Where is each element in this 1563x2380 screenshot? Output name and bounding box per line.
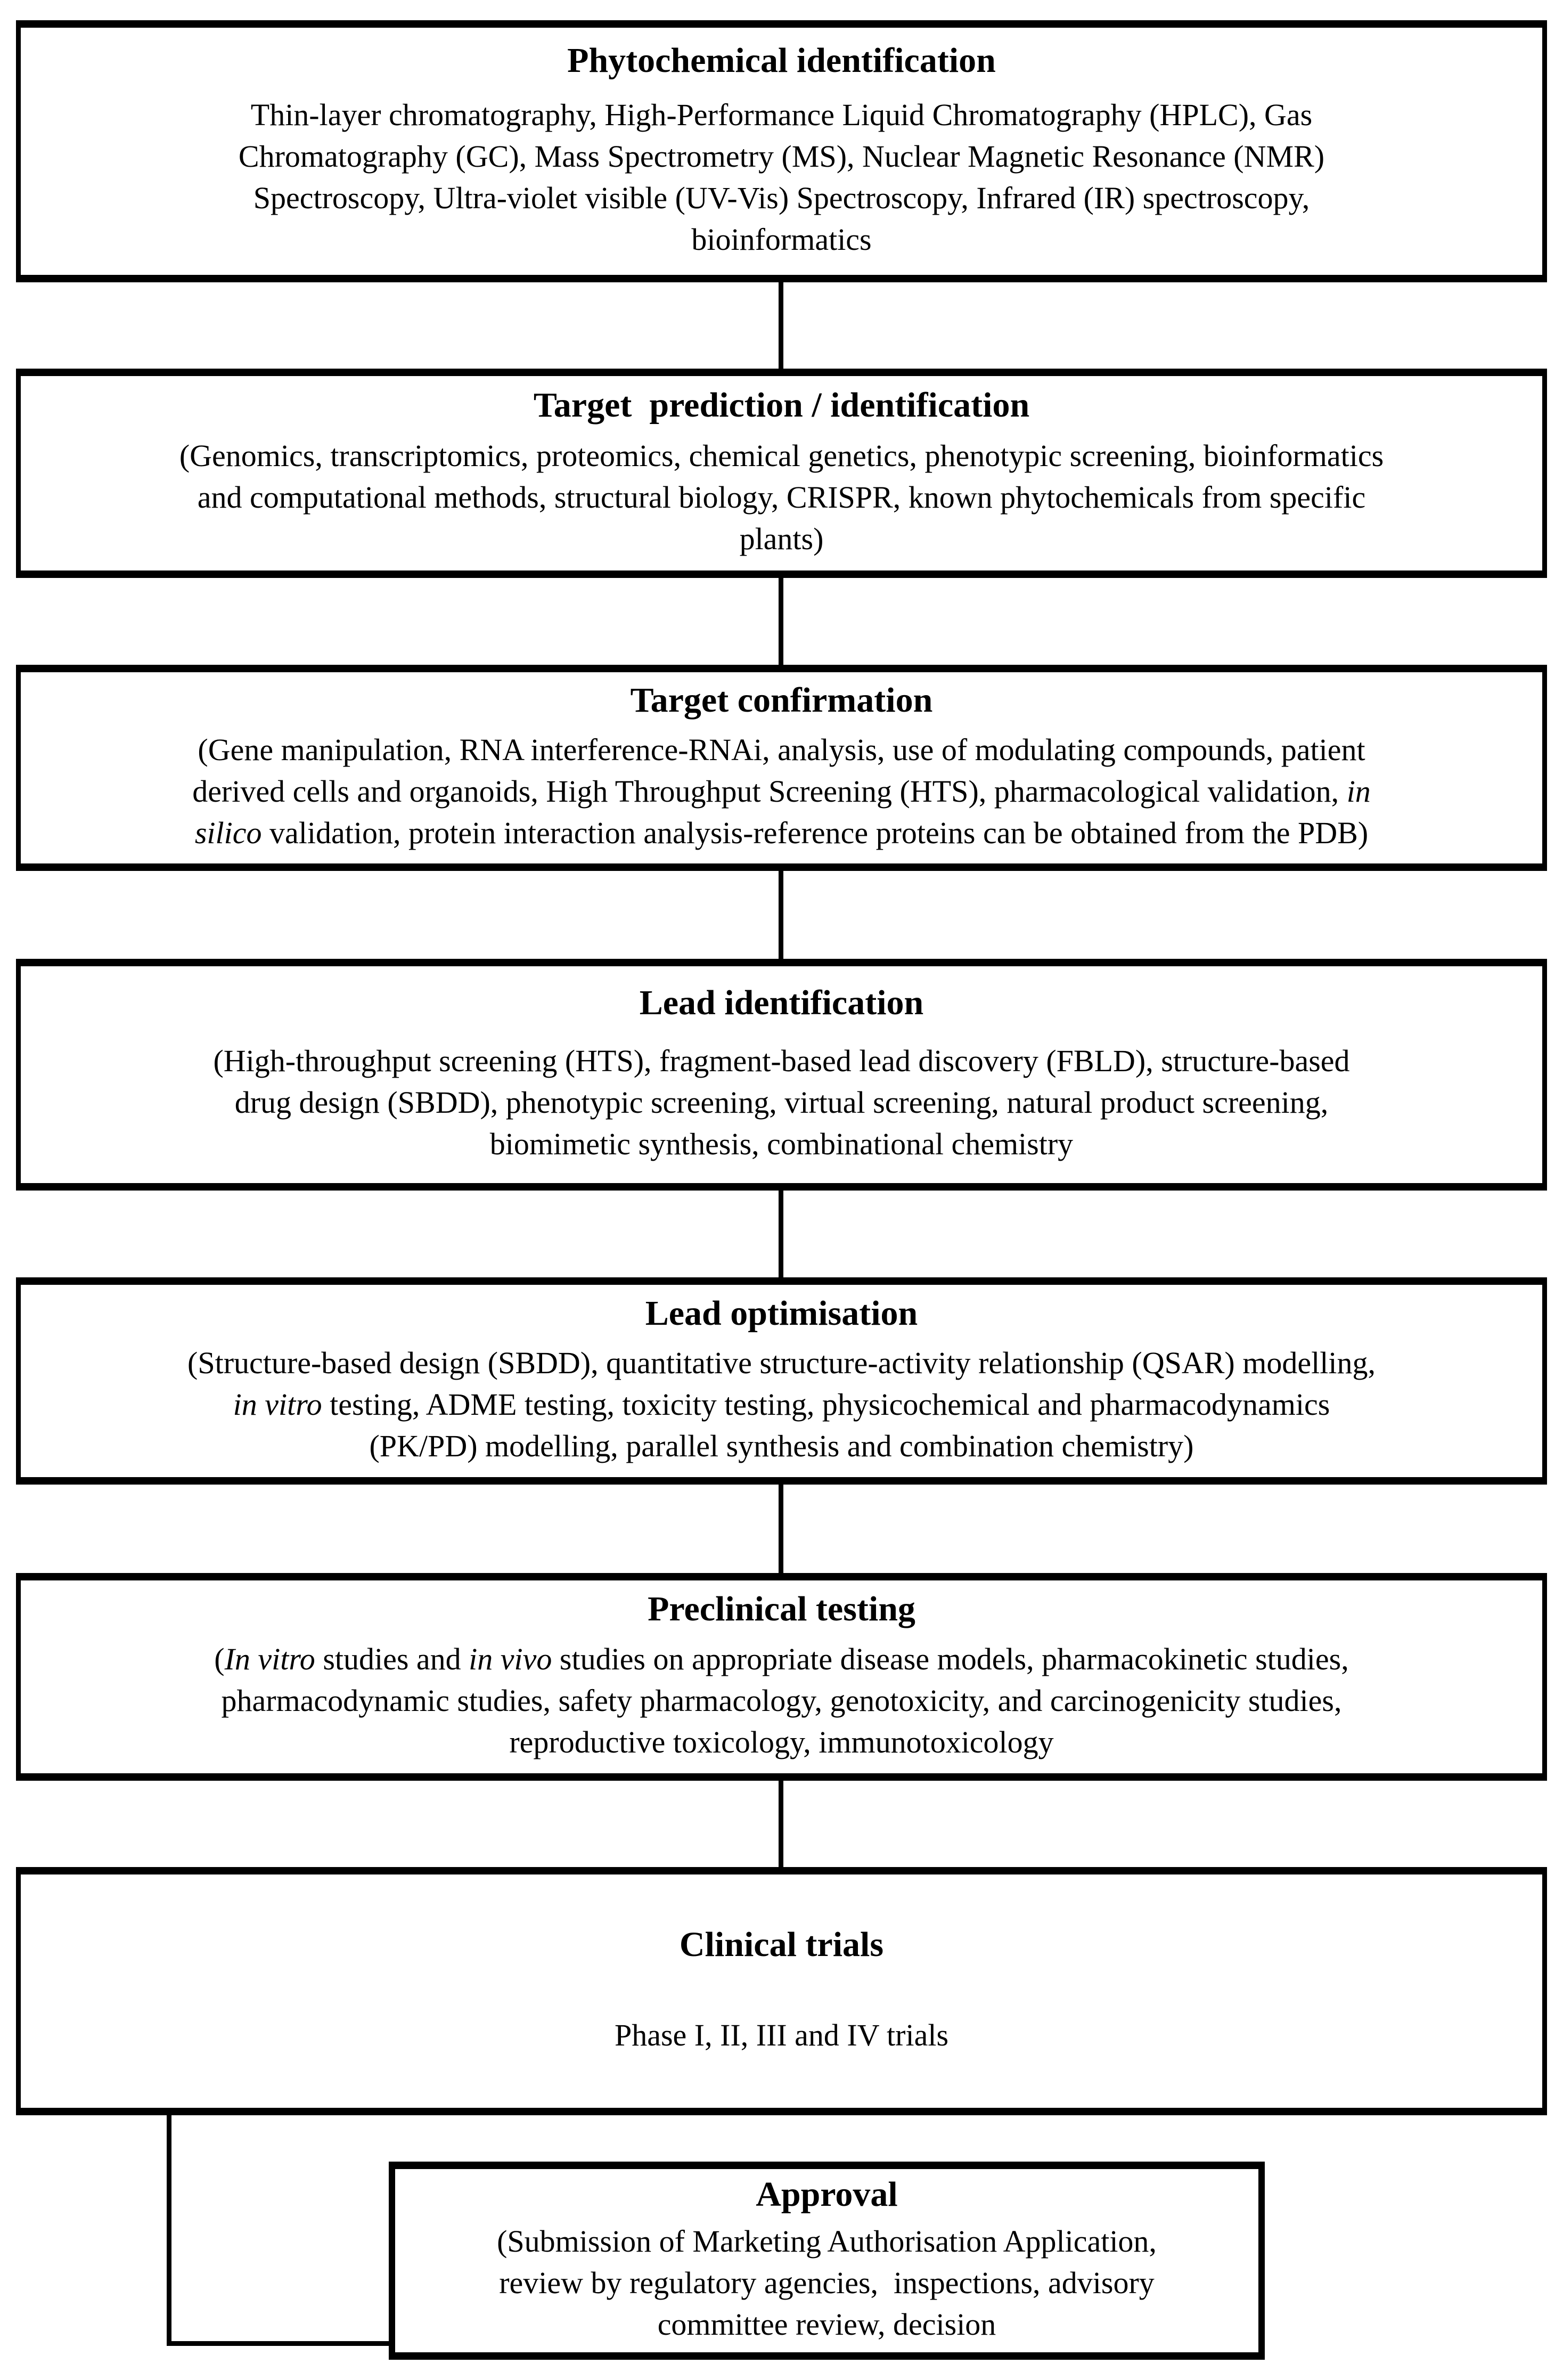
stage-box-phytochemical-identification: Phytochemical identification Thin-layer … — [16, 20, 1547, 282]
stage-title: Phytochemical identification — [567, 41, 996, 80]
stage-box-target-prediction: Target prediction / identification (Geno… — [16, 369, 1547, 578]
stage-body: (Structure-based design (SBDD), quantita… — [187, 1342, 1376, 1467]
body-line: (Gene manipulation, RNA interference-RNA… — [198, 732, 1365, 767]
body-line: biomimetic synthesis, combinational chem… — [489, 1126, 1074, 1161]
body-line: (PK/PD) modelling, parallel synthesis an… — [369, 1429, 1194, 1463]
connector-clinical-approval-vertical — [167, 2112, 171, 2346]
connector-stage2-stage3 — [779, 575, 783, 669]
body-line: (In vitro studies and in vivo studies on… — [214, 1641, 1349, 1676]
body-line: and computational methods, structural bi… — [197, 479, 1366, 515]
stage-body: (In vitro studies and in vivo studies on… — [214, 1639, 1348, 1763]
body-line: pharmacodynamic studies, safety pharmaco… — [221, 1683, 1342, 1718]
stage-box-preclinical-testing: Preclinical testing (In vitro studies an… — [16, 1573, 1547, 1781]
connector-stage6-stage7 — [779, 1778, 783, 1871]
stage-box-clinical-trials: Clinical trials Phase I, II, III and IV … — [16, 1867, 1547, 2115]
stage-body: (Submission of Marketing Authorisation A… — [497, 2221, 1157, 2345]
body-line: review by regulatory agencies, inspectio… — [499, 2265, 1155, 2300]
stage-box-lead-optimisation: Lead optimisation (Structure-based desig… — [16, 1277, 1547, 1485]
body-line: derived cells and organoids, High Throug… — [192, 773, 1371, 809]
stage-box-target-confirmation: Target confirmation (Gene manipulation, … — [16, 665, 1547, 871]
stage-body: (High-throughput screening (HTS), fragme… — [213, 1040, 1349, 1165]
stage-body: (Genomics, transcriptomics, proteomics, … — [179, 435, 1384, 560]
body-line: reproductive toxicology, immunotoxicolog… — [509, 1724, 1054, 1759]
body-line: Thin-layer chromatography, High-Performa… — [250, 97, 1313, 132]
stage-title: Lead identification — [639, 983, 924, 1023]
stage-body: (Gene manipulation, RNA interference-RNA… — [192, 729, 1371, 854]
connector-clinical-approval-horizontal — [167, 2341, 394, 2346]
body-line: plants) — [739, 521, 824, 556]
connector-stage1-stage2 — [779, 279, 783, 373]
stage-title: Lead optimisation — [645, 1294, 918, 1333]
stage-title: Approval — [756, 2175, 898, 2214]
stage-title: Target prediction / identification — [533, 386, 1030, 425]
body-line: (High-throughput screening (HTS), fragme… — [213, 1043, 1350, 1078]
body-line: Phase I, II, III and IV trials — [614, 2018, 949, 2053]
body-line: Spectroscopy, Ultra-violet visible (UV-V… — [253, 180, 1310, 215]
body-line: drug design (SBDD), phenotypic screening… — [234, 1085, 1329, 1120]
connector-stage3-stage4 — [779, 868, 783, 961]
body-line: (Genomics, transcriptomics, proteomics, … — [179, 438, 1384, 473]
stage-title: Clinical trials — [679, 1925, 884, 1964]
body-line: (Structure-based design (SBDD), quantita… — [187, 1346, 1376, 1380]
body-line: Chromatography (GC), Mass Spectrometry (… — [238, 138, 1325, 174]
stage-body: Thin-layer chromatography, High-Performa… — [239, 94, 1324, 260]
body-line: silico validation, protein interaction a… — [194, 815, 1369, 850]
body-line: in vitro testing, ADME testing, toxicity… — [233, 1387, 1330, 1422]
body-line: committee review, decision — [657, 2306, 996, 2342]
stage-box-lead-identification: Lead identification (High-throughput scr… — [16, 959, 1547, 1191]
stage-title: Target confirmation — [630, 681, 933, 720]
connector-stage5-stage6 — [779, 1481, 783, 1576]
stage-body: Phase I, II, III and IV trials — [615, 2015, 948, 2056]
stage-title: Preclinical testing — [648, 1590, 915, 1629]
body-line: (Submission of Marketing Authorisation A… — [497, 2223, 1157, 2259]
body-line: bioinformatics — [691, 222, 872, 257]
connector-stage4-stage5 — [779, 1187, 783, 1281]
stage-box-approval: Approval (Submission of Marketing Author… — [389, 2162, 1265, 2360]
